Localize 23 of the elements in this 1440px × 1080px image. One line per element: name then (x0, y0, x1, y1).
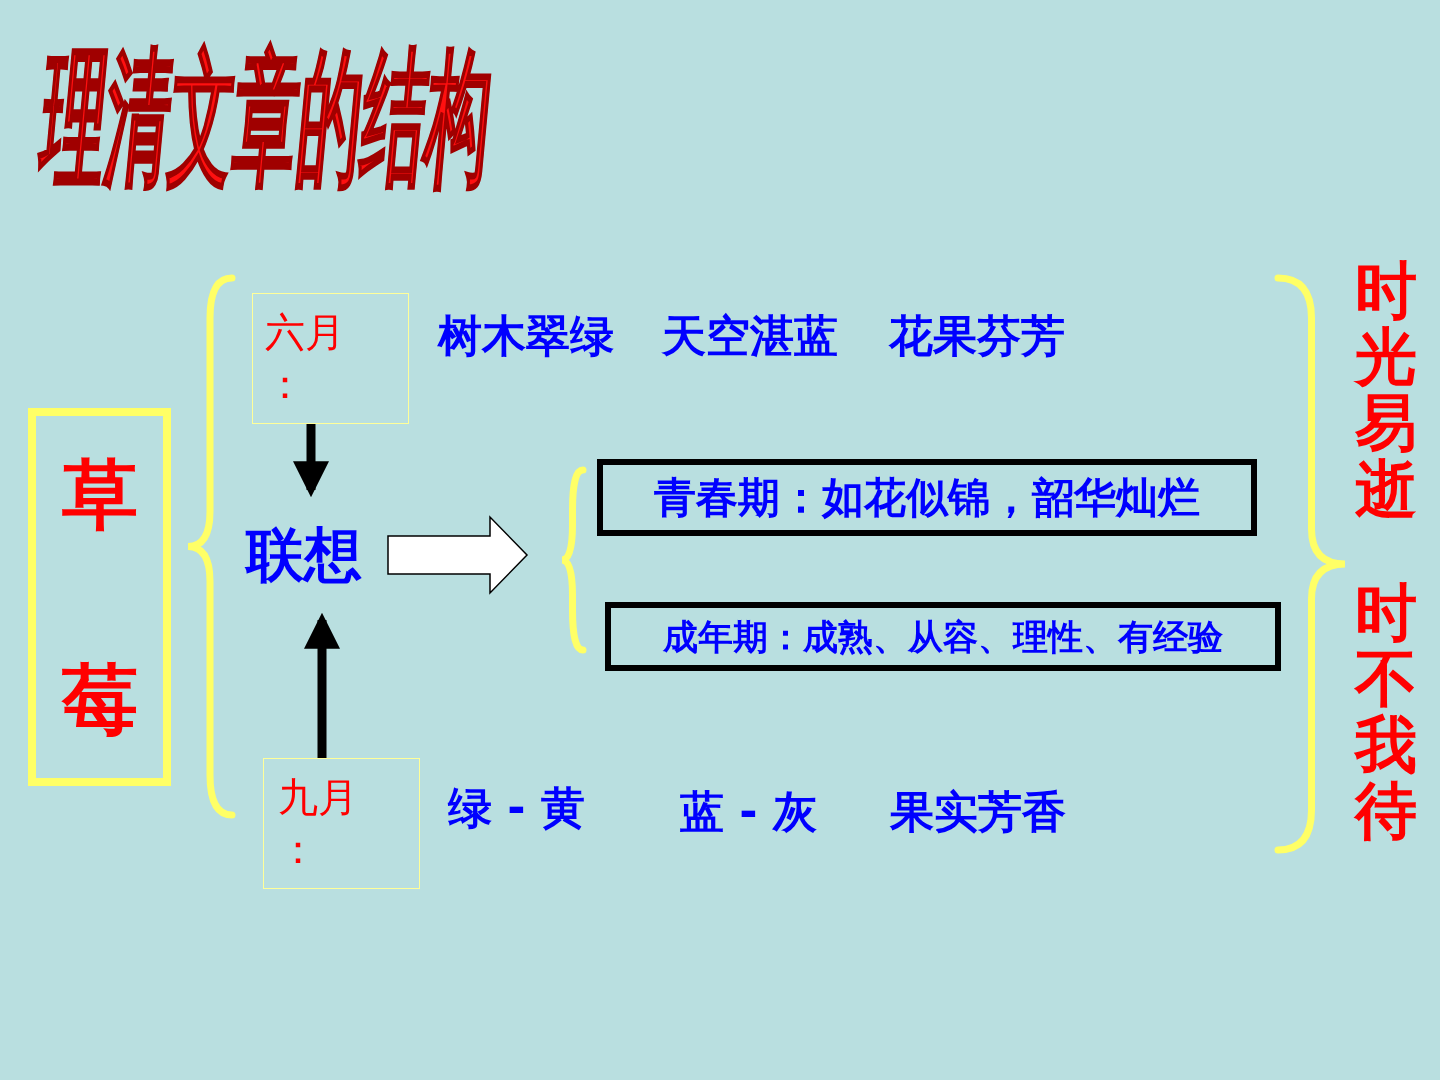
title-box (28, 408, 171, 786)
description-text: 花果芬芳 (889, 312, 1065, 360)
vertical-title: 草莓 (60, 449, 139, 746)
keyword-text: 联想 (246, 520, 362, 590)
arrow (293, 424, 329, 498)
description-text: 蓝 - 灰 (680, 788, 817, 836)
arrow (387, 515, 529, 595)
text-box (605, 602, 1281, 671)
description-text: 绿 - 黄 (448, 784, 585, 832)
stage-text: 青春期：如花似锦，韶华灿烂 (654, 472, 1200, 523)
month-box (252, 293, 409, 424)
title: 理清文章的结构 (35, 38, 498, 199)
description-text: 果实芳香 (890, 788, 1066, 836)
month-box (263, 758, 420, 889)
month-label: 九月： (278, 773, 359, 874)
description-text: 树木翠绿 (438, 312, 614, 360)
arrow (304, 612, 340, 758)
text-box (597, 459, 1257, 536)
vertical-text: 时不我待 (1355, 580, 1418, 844)
stage-text: 成年期：成熟、从容、理性、有经验 (663, 615, 1223, 659)
vertical-text: 时光易逝 (1355, 258, 1418, 522)
description-text: 天空湛蓝 (662, 312, 838, 360)
month-label: 六月： (265, 308, 346, 409)
